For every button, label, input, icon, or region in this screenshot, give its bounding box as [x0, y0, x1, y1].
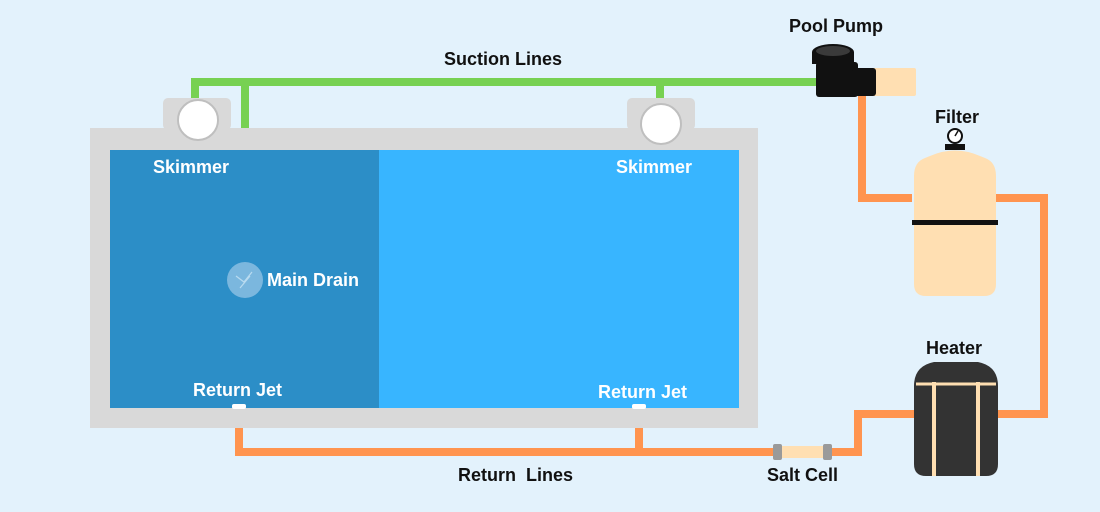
skimmer-right-label: Skimmer — [616, 157, 693, 177]
return-lines-label: Return Lines — [458, 465, 574, 485]
pool-pump-label: Pool Pump — [789, 16, 883, 36]
return-lines — [235, 94, 1048, 456]
filter-icon — [912, 128, 998, 296]
return-jet-right-icon — [632, 404, 646, 409]
suction-lines-label: Suction Lines — [444, 49, 563, 69]
suction-lines — [191, 78, 820, 130]
skimmer-left-icon — [177, 99, 219, 141]
skimmer-right-icon — [640, 103, 682, 145]
main-drain-label: Main Drain — [267, 270, 360, 290]
skimmer-left-label: Skimmer — [153, 157, 230, 177]
pool-pump-icon — [812, 44, 916, 97]
heater-icon — [914, 362, 998, 476]
heater-label: Heater — [926, 338, 983, 358]
salt-cell-icon — [773, 444, 832, 460]
return-jet-left-label: Return Jet — [193, 380, 283, 400]
salt-cell-label: Salt Cell — [767, 465, 839, 485]
pool-shallow-end — [379, 150, 739, 408]
main-drain-grate — [235, 271, 253, 289]
return-jet-right-label: Return Jet — [598, 382, 688, 402]
return-jet-left-icon — [232, 404, 246, 409]
filter-label: Filter — [935, 107, 980, 127]
